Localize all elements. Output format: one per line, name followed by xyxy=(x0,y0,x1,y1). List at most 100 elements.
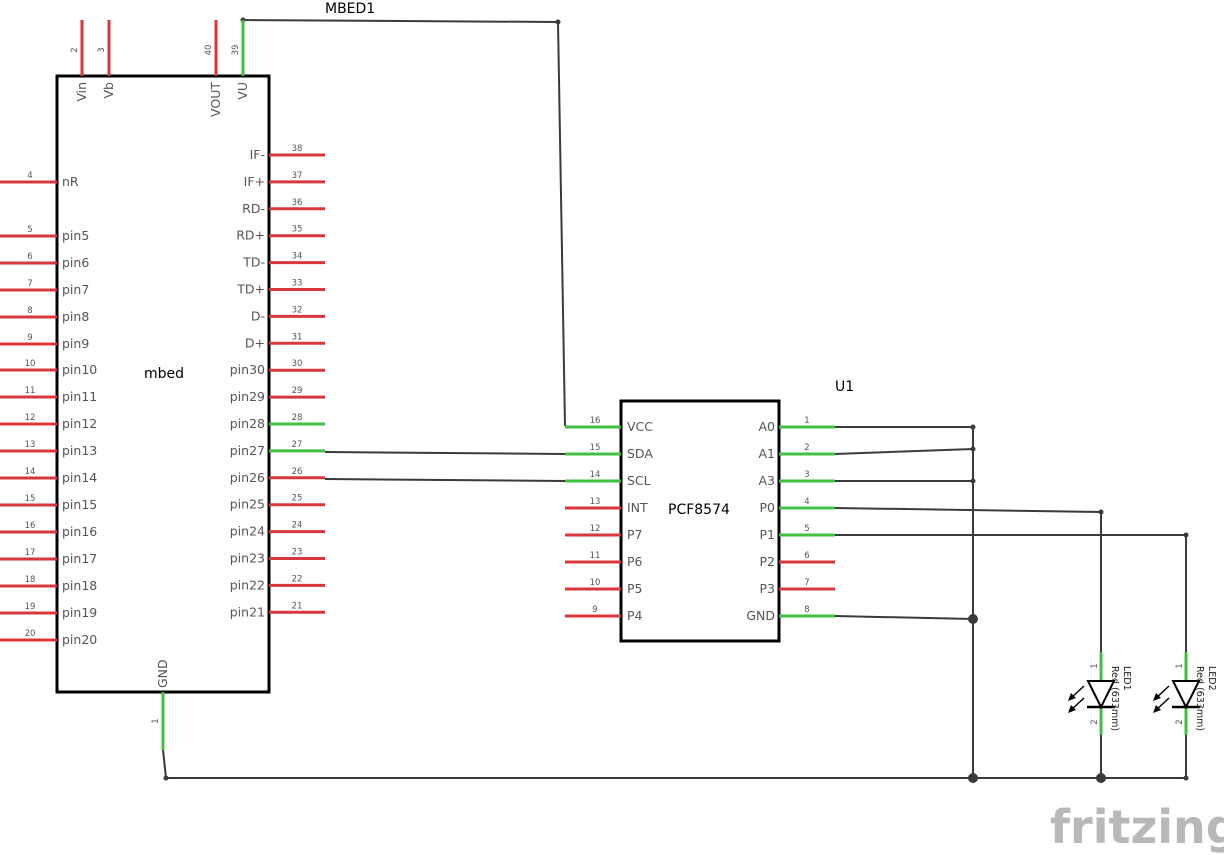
mbed-pin-number: 24 xyxy=(292,521,303,531)
mbed-pin-number: 17 xyxy=(25,548,36,558)
mbed-pin-number: 1 xyxy=(151,718,161,723)
wire-pin28-to-sda[interactable] xyxy=(324,451,566,455)
junctions xyxy=(163,17,1189,783)
mbed-pin-label: pin11 xyxy=(62,389,97,404)
led-pin-number: 2 xyxy=(1090,719,1100,724)
wire-pin27-to-scl[interactable] xyxy=(324,478,566,482)
pcf-pin-number: 7 xyxy=(804,578,809,588)
mbed-pin-label: pin7 xyxy=(62,282,89,297)
mbed-pin-number: 20 xyxy=(25,629,36,639)
junction-gnd-bottom xyxy=(968,773,978,783)
pcf-pin-number: 11 xyxy=(590,551,601,561)
pcf-pin-number: 15 xyxy=(590,443,601,453)
mbed-pin-number: 18 xyxy=(25,575,36,585)
mbed-pin-number: 3 xyxy=(97,47,107,52)
pcf-pin-label: P7 xyxy=(627,527,643,542)
mbed-pin-label: pin14 xyxy=(62,470,97,485)
mbed-pin-label: nR xyxy=(62,174,79,189)
pcf-pin-number: 9 xyxy=(592,605,597,615)
mbed-pin-number: 22 xyxy=(292,574,303,584)
mbed-pin-number: 36 xyxy=(292,198,303,208)
pcf-pin-number: 12 xyxy=(590,524,601,534)
mbed-pin-number: 6 xyxy=(27,252,32,262)
junction-mbed-gnd xyxy=(163,775,169,781)
pcf-pin-number: 4 xyxy=(804,497,809,507)
pcf-pin-label: P6 xyxy=(627,554,643,569)
light-emission-arrows-icon xyxy=(1068,685,1085,713)
wire-pcf-gnd[interactable] xyxy=(834,615,974,620)
mbed-pin-label: pin27 xyxy=(230,443,265,458)
mbed-pin-number: 38 xyxy=(292,144,303,154)
pcf-pin-label: P2 xyxy=(760,554,776,569)
mbed-pin-number: 4 xyxy=(27,171,32,181)
mbed-pin-number: 34 xyxy=(292,252,303,262)
pcf8574-name-label: PCF8574 xyxy=(668,502,730,518)
junction-a3 xyxy=(970,478,976,484)
mbed-pin-number: 26 xyxy=(292,467,303,477)
pcf-pin-label: P4 xyxy=(627,608,643,623)
mbed-pin-number: 8 xyxy=(27,306,32,316)
pcf-pin-number: 3 xyxy=(804,470,809,480)
mbed-pin-number: 11 xyxy=(25,386,36,396)
mbed-pin-number: 15 xyxy=(25,494,36,504)
mbed-pin-label: GND xyxy=(155,659,170,688)
pcf-pin-number: 2 xyxy=(804,443,809,453)
pcf8574-body xyxy=(619,399,781,643)
mbed-pin-label: pin9 xyxy=(62,336,89,351)
wire-bend xyxy=(555,19,561,25)
wire-mbed-gnd[interactable] xyxy=(162,749,1186,779)
mbed-pin-label: IF+ xyxy=(244,174,265,189)
mbed-pin-number: 10 xyxy=(25,359,36,369)
diode-triangle xyxy=(1086,680,1116,710)
led-pin-number: 1 xyxy=(1090,663,1100,668)
wire-p0-to-led1[interactable] xyxy=(834,507,1102,652)
wire-a1[interactable] xyxy=(834,448,974,455)
mbed-pin-label: pin8 xyxy=(62,309,89,324)
mbed-pin-number: 21 xyxy=(292,601,303,611)
pcf-pin-label: INT xyxy=(627,500,648,515)
mbed-pin-number: 33 xyxy=(292,279,303,289)
mbed-pin-label: pin10 xyxy=(62,362,97,377)
mbed-pin-number: 32 xyxy=(292,305,303,315)
pcf-pin-label: P5 xyxy=(627,581,643,596)
mbed-pin-number: 19 xyxy=(25,602,36,612)
mbed-pin-label: pin24 xyxy=(230,524,265,539)
mbed-pin-number: 14 xyxy=(25,467,36,477)
mbed-pin-label: pin28 xyxy=(230,416,265,431)
mbed-pin-number: 23 xyxy=(292,548,303,558)
mbed-pin-label: pin13 xyxy=(62,443,97,458)
pcf-pin-label: P3 xyxy=(760,581,776,596)
pcf-pin-label: SCL xyxy=(627,473,651,488)
mbed-pin-label: Vin xyxy=(74,82,89,102)
mbed-pin-label: pin23 xyxy=(230,551,265,566)
mbed-pin-label: pin19 xyxy=(62,605,97,620)
mbed-pin-number: 16 xyxy=(25,521,36,531)
wires xyxy=(162,19,1187,779)
light-emission-arrows-icon xyxy=(1153,685,1170,713)
led-pin-number: 1 xyxy=(1175,663,1185,668)
led-ref-label: LED1 xyxy=(1121,666,1132,691)
pcf8574-ref-label: U1 xyxy=(835,379,854,395)
mbed-pin-number: 2 xyxy=(70,47,80,52)
mbed-pin-label: pin22 xyxy=(230,577,265,592)
mbed-pin-label: pin16 xyxy=(62,524,97,539)
mbed-pin-label: pin12 xyxy=(62,416,97,431)
pcf-pin-label: P1 xyxy=(760,527,776,542)
mbed-pin-label: pin30 xyxy=(230,362,265,377)
wire-p1-to-led2[interactable] xyxy=(835,534,1187,652)
pcf-pin-number: 5 xyxy=(804,524,809,534)
led-pin-number: 2 xyxy=(1175,719,1185,724)
fritzing-logo: fritzing xyxy=(1050,800,1224,854)
pcf-pin-number: 6 xyxy=(804,551,809,561)
pcf-pin-label: A3 xyxy=(758,473,775,488)
mbed-pin-label: pin26 xyxy=(230,470,265,485)
pcf-pin-label: SDA xyxy=(627,446,653,461)
mbed-pin-label: pin6 xyxy=(62,255,89,270)
